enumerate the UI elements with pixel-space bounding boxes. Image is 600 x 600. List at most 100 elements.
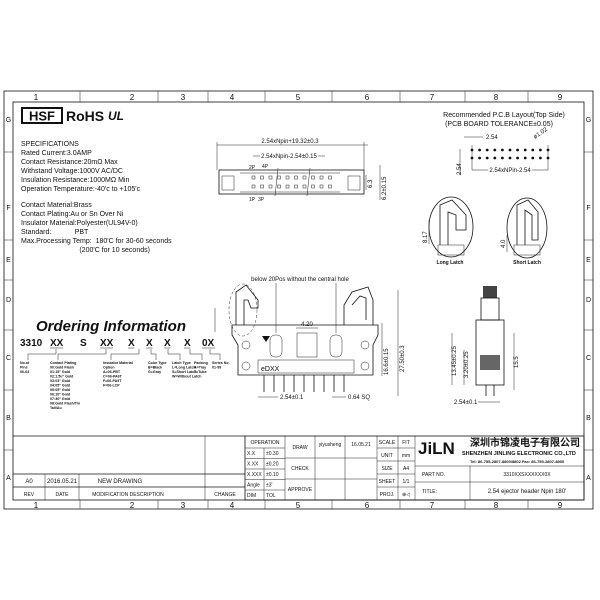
dim-hole: ø1.02 bbox=[533, 127, 550, 141]
drawing-title: 2.54 ejector header Npin 180' bbox=[488, 489, 567, 495]
dim-side-c: 15.5 bbox=[514, 356, 520, 368]
part-marking: eDXX bbox=[261, 366, 280, 373]
order-code-segment: X bbox=[128, 338, 135, 349]
tolerance-label: Angle bbox=[247, 483, 260, 489]
scale-value: FIT bbox=[402, 440, 410, 446]
order-note: 05:05" Gold bbox=[50, 388, 70, 392]
company-logo: JiLN bbox=[418, 439, 455, 458]
material-line: (200'C for 10 seconds) bbox=[21, 247, 150, 254]
column-marker: 3 bbox=[181, 501, 186, 510]
long-latch-dim: 8.17 bbox=[423, 231, 429, 243]
row-marker: E bbox=[586, 257, 591, 264]
order-code-segment: X bbox=[184, 338, 191, 349]
short-latch-dim: 4.0 bbox=[501, 239, 507, 248]
short-latch-label: Short Latch bbox=[513, 260, 541, 266]
column-marker: 4 bbox=[230, 501, 235, 510]
column-marker: 9 bbox=[558, 501, 563, 510]
tolerance-value: ±3' bbox=[266, 483, 273, 489]
date-header: DATE bbox=[56, 492, 70, 498]
tolerance-label: DIM bbox=[247, 493, 256, 499]
description-header: MODIFICATION DESCRIPTION bbox=[92, 492, 164, 498]
tolerance-label: X.XXX bbox=[247, 472, 262, 478]
dim-side-a: 13.45±0.25 bbox=[452, 345, 458, 376]
spec-line: Operation Temperature:-40'c to +105'c bbox=[21, 186, 141, 193]
dim-pin-pitch: 2.54±0.1 bbox=[280, 395, 304, 401]
title-block: OPERATION X.X±0.30X.XX±0.20X.XXX±0.10Ang… bbox=[244, 435, 585, 501]
dim-key: 4.20 bbox=[301, 322, 313, 328]
dim-overall: 2.54xNpin+19.32±0.3 bbox=[261, 139, 319, 145]
projection-label: PROJ. bbox=[380, 492, 395, 498]
side-view-drawing: 13.45±0.25 3.20±0.25 15.5 2.54±0.1 bbox=[451, 286, 520, 406]
column-marker: 4 bbox=[230, 93, 235, 102]
order-note: S=Short Latch bbox=[172, 370, 196, 374]
spec-line: Insulation Resistance:1000MΩ Min bbox=[21, 177, 129, 184]
unit-label: UNIT bbox=[381, 453, 393, 459]
part-no-label: PART NO. bbox=[422, 472, 445, 478]
dim-width: 6.2±0.15 bbox=[382, 176, 388, 200]
specifications: SPECIFICATIONS Rated Current:3.0AMP Cont… bbox=[21, 141, 172, 254]
tolerance-value: ±0.10 bbox=[266, 472, 279, 478]
order-note: Packing bbox=[194, 361, 208, 365]
dim-height-2: 27.50±0.3 bbox=[400, 345, 406, 372]
revision-block: A0 2016.05.21 NEW DRAWING REV DATE MODIF… bbox=[13, 435, 245, 500]
row-marker: E bbox=[6, 257, 11, 264]
order-note: 02:1.5u" Gold bbox=[50, 375, 73, 379]
order-code-segment: 3310 bbox=[20, 338, 43, 349]
hsf-logo bbox=[21, 107, 63, 124]
dim-span: 2.54xNPin-2.54 bbox=[489, 168, 531, 174]
size-label: SIZE bbox=[381, 466, 393, 472]
column-marker: 1 bbox=[34, 501, 39, 510]
column-marker: 5 bbox=[296, 93, 301, 102]
ul-logo-icon: UL bbox=[108, 109, 124, 123]
rev-header: REV bbox=[24, 492, 35, 498]
material-line: Contact Material:Brass bbox=[21, 202, 92, 209]
order-note: 01-99 bbox=[212, 366, 221, 370]
order-note: A=06-PBT bbox=[103, 370, 121, 374]
top-view-drawing: 2.54xNpin+19.32±0.3 2.54xNpin-2.54±0.15 … bbox=[216, 139, 388, 203]
rohs-logo: RoHS bbox=[66, 108, 104, 124]
change-header: CHANGE bbox=[214, 492, 236, 498]
column-marker: 8 bbox=[494, 93, 499, 102]
dim-pitch: 2.54 bbox=[486, 135, 498, 141]
order-note: F=06-PA9T bbox=[103, 379, 122, 383]
order-code-segment: XX bbox=[100, 338, 114, 349]
pin-label: 1P bbox=[249, 197, 256, 203]
dim-side-pitch: 2.54±0.1 bbox=[454, 400, 478, 406]
company-name-cn: 深圳市锦凌电子有限公司 bbox=[470, 436, 580, 449]
order-note: Contact Plating bbox=[50, 361, 76, 365]
order-note: F=06-LCP bbox=[103, 384, 120, 388]
order-note: Insulator Material bbox=[103, 361, 133, 365]
order-note: B=Black bbox=[148, 366, 162, 370]
certification-logos: HSF RoHS UL bbox=[21, 107, 124, 124]
column-marker: 7 bbox=[430, 501, 435, 510]
material-line: Contact Plating:Au or Sn Over Ni bbox=[21, 211, 124, 218]
pcb-layout-subtitle: (PCB BOARD TOLERANCE±0.05) bbox=[445, 121, 553, 128]
column-marker: 9 bbox=[558, 93, 563, 102]
spec-line: Contact Resistance:20mΩ Max bbox=[21, 159, 118, 166]
order-note: L=Long Latch bbox=[172, 366, 196, 370]
order-note: W=Without Latch bbox=[172, 375, 201, 379]
order-note: A=Tray bbox=[194, 366, 206, 370]
hsf-logo-text: HSF bbox=[29, 109, 55, 124]
row-marker: G bbox=[586, 117, 591, 124]
tolerance-label: X.X bbox=[247, 451, 256, 457]
title-label: TITLE: bbox=[422, 489, 437, 495]
ordering-title: Ordering Information bbox=[36, 318, 186, 335]
dim-pitch: 2.54xNpin-2.54±0.15 bbox=[261, 154, 317, 160]
row-marker: C bbox=[6, 355, 11, 362]
rev-date: 2016.05.21 bbox=[47, 479, 78, 485]
pcb-layout-title: Recommended P.C.B Layout(Top Side) bbox=[443, 112, 565, 119]
order-code-segment: X bbox=[164, 338, 171, 349]
column-marker: 5 bbox=[296, 501, 301, 510]
order-code-segment: X bbox=[146, 338, 153, 349]
size-value: A4 bbox=[403, 466, 409, 472]
row-marker: D bbox=[586, 297, 591, 304]
row-marker: C bbox=[586, 355, 591, 362]
order-note: 06-64 bbox=[20, 370, 29, 374]
company-name-en: SHENZHEN JINLING ELECTRONIC CO.,LTD bbox=[462, 451, 576, 457]
row-marker: D bbox=[6, 297, 11, 304]
